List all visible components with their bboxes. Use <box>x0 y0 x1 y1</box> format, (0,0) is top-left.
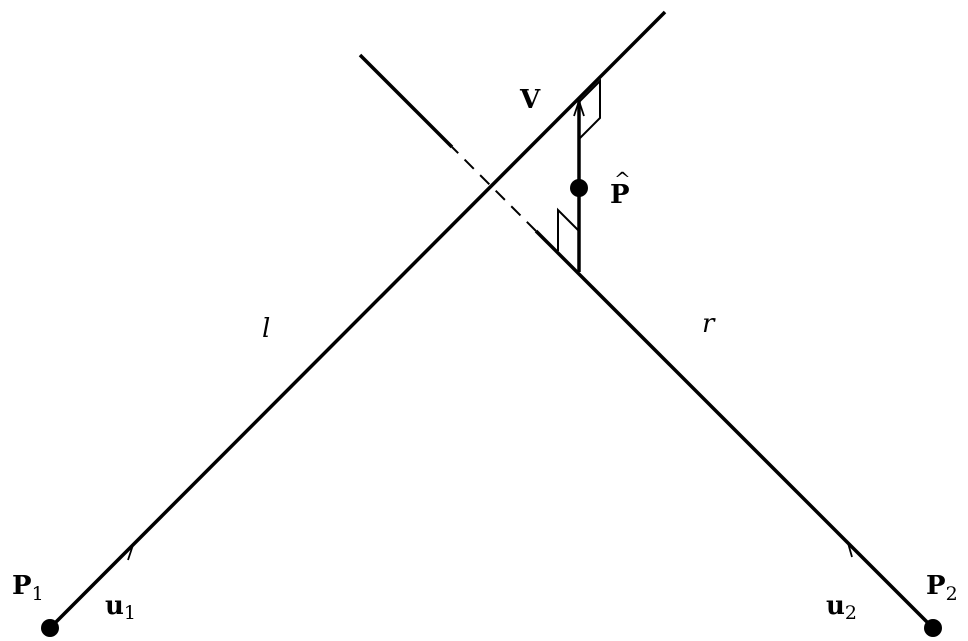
label-p1: P1 <box>12 571 44 605</box>
line-r-solid-upper <box>358 53 454 149</box>
label-line-l: l <box>262 314 270 344</box>
label-v: V <box>519 85 541 115</box>
label-p-hat-accent: ^ <box>614 167 631 191</box>
label-u2: u2 <box>826 591 857 624</box>
right-angle-marker-upper <box>578 78 601 140</box>
u2-arrow-icon <box>846 540 862 558</box>
line-r-dashed <box>451 146 537 232</box>
label-u1: u1 <box>105 591 136 624</box>
point-p2-dot <box>924 619 942 637</box>
right-angle-marker-lower <box>557 207 580 251</box>
label-p2: P2 <box>926 571 958 605</box>
line-l <box>48 10 667 630</box>
line-r-solid-lower <box>534 229 935 630</box>
label-p-hat: P <box>610 180 630 210</box>
u1-arrow-icon <box>119 544 134 561</box>
point-p-hat-dot <box>570 179 588 197</box>
label-line-r: r <box>702 309 716 339</box>
point-p1-dot <box>41 619 59 637</box>
